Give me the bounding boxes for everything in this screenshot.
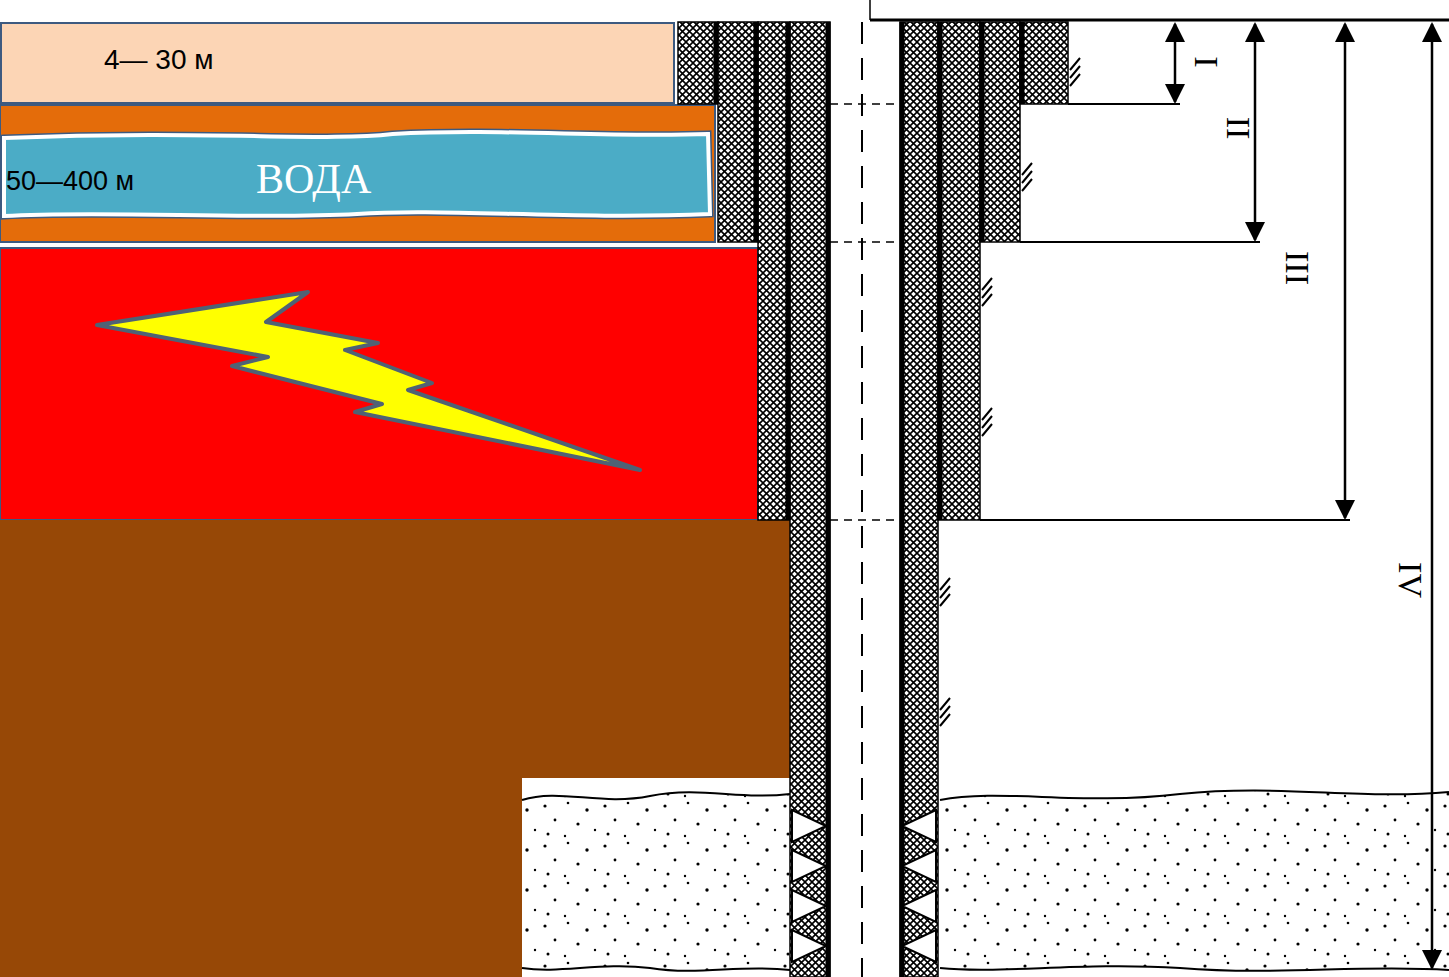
production-casing [790, 22, 830, 977]
reservoir-boundary [940, 791, 1449, 800]
soil-band: 4— 30 м [0, 22, 675, 104]
band-border [4, 132, 710, 216]
layer-label: 4— 30 м [104, 46, 214, 74]
casing-wall [938, 22, 943, 520]
casing-wall [786, 22, 791, 520]
casing-number: I [1186, 56, 1224, 67]
extension-lines [980, 104, 1350, 520]
casing-number: III [1278, 251, 1316, 285]
hazard-layer [0, 248, 758, 520]
axis-line [869, 0, 871, 20]
conductor-casing [1020, 22, 1068, 104]
casing-wall [826, 22, 831, 977]
sand-reservoir [522, 792, 790, 971]
conductor-casing [678, 22, 718, 104]
band-fill [4, 132, 710, 216]
casing-number: II [1219, 117, 1257, 140]
casing-wall [754, 22, 759, 242]
reservoir-boundary [522, 966, 790, 971]
casing-wall [900, 22, 905, 977]
clay-layer [0, 105, 715, 242]
datum-line [870, 19, 1449, 22]
reservoir-boundary [940, 966, 1449, 971]
sand-reservoir [940, 791, 1449, 971]
reservoir-inset [522, 778, 790, 977]
production-casing [900, 22, 938, 977]
casing-number: IV [1391, 562, 1429, 598]
perforation-symbols [792, 810, 936, 962]
layer-label: 50—400 м [6, 168, 134, 195]
casing-wall [714, 22, 719, 104]
intermediate-casing [938, 22, 980, 520]
layer-label: ВОДА [256, 158, 371, 200]
dimension-arrows [1175, 24, 1432, 968]
reservoir-boundary [522, 792, 790, 800]
depth-dash [830, 104, 900, 520]
casing-wall [1020, 22, 1025, 104]
axis-line [861, 22, 863, 977]
casing-wall [980, 22, 985, 242]
cement-ticks [940, 58, 1080, 726]
lightning-symbol [97, 292, 640, 470]
intermediate-casing [758, 22, 790, 520]
surface-casing [718, 22, 758, 242]
surface-casing [980, 22, 1020, 242]
water-band: 50—400 м ВОДА [0, 128, 714, 222]
rock-layer [0, 520, 790, 977]
